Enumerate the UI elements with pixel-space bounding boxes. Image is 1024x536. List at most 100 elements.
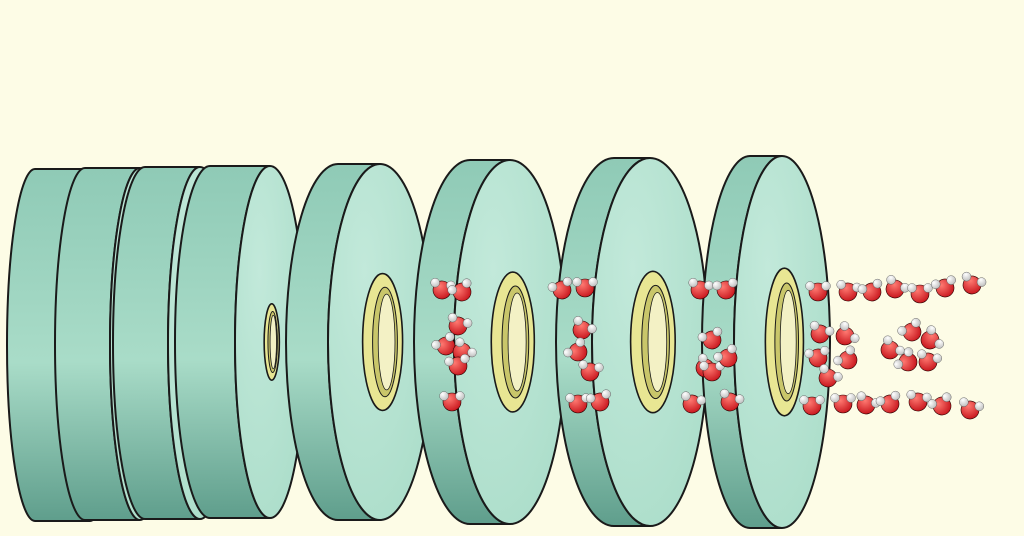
water-molecule-icon [805,281,831,302]
hydrogen-atom [845,345,855,355]
hydrogen-atom [923,283,933,293]
hydrogen-atom [681,391,691,401]
hydrogen-atom [445,332,455,342]
water-molecule-icon [586,389,611,412]
hydrogen-atom [836,280,846,290]
hydrogen-atom [932,353,942,363]
hydrogen-atom [547,282,558,292]
hydrogen-atom [833,355,843,366]
water-molecule-icon [893,347,918,372]
hydrogen-atom [455,337,465,347]
water-molecule-icon [875,390,901,414]
hydrogen-atom [926,325,936,335]
hydrogen-atom [839,321,850,331]
water-molecule-icon [885,275,910,299]
water-molecule-icon [439,391,465,412]
hydrogen-atom [563,347,573,358]
hydrogen-atom [820,346,830,356]
hydrogen-atom [734,394,745,404]
water-molecule-icon [713,344,738,368]
oxygen-atom [436,336,456,356]
water-molecule-icon [719,388,745,412]
hydrogen-atom [594,362,604,373]
nanoring-hole [377,293,396,391]
water-molecule-icon [572,277,598,298]
water-molecule-icon [927,392,952,416]
hydrogen-atom [696,395,706,405]
hydrogen-atom [942,392,952,402]
water-molecule-icon [856,391,881,415]
hydrogen-atom [712,326,723,337]
hydrogen-atom [460,354,470,364]
hydrogen-atom [906,390,916,400]
nanoring-4 [174,165,306,519]
water-molecule-icon [836,280,862,302]
hydrogen-atom [846,393,856,403]
hydrogen-atom [447,285,457,295]
hydrogen-atom [713,352,723,362]
water-molecule-icon [547,276,573,300]
water-molecule-icon [833,345,858,370]
hydrogen-atom [565,393,575,403]
oxygen-atom [838,350,858,370]
hydrogen-atom [578,360,588,370]
water-molecule-icon [959,397,984,420]
oxygen-atom [920,330,940,350]
water-molecule-icon [578,360,604,382]
hydrogen-atom [961,271,972,282]
oxygen-atom [568,342,588,362]
water-molecule-icon [857,278,883,302]
hydrogen-atom [431,340,441,350]
hydrogen-atom [805,281,815,291]
water-molecule-icon [799,395,825,416]
hydrogen-atom [875,396,886,406]
hydrogen-atom [809,320,820,331]
hydrogen-atom [601,389,611,399]
hydrogen-atom [824,326,835,336]
hydrogen-atom [815,395,825,405]
hydrogen-atom [856,391,866,401]
nanoring-5 [285,163,433,521]
water-molecule-icon [688,278,714,300]
water-molecule-icon [804,346,830,368]
hydrogen-atom [883,335,893,345]
hydrogen-atom [688,278,698,288]
nanoring-7 [555,157,709,527]
oxygen-atom [885,279,905,299]
hydrogen-atom [699,361,709,371]
water-molecule-icon [906,390,932,412]
water-molecule-icon [931,275,956,298]
hydrogen-atom [455,391,465,401]
hydrogen-atom [697,332,708,342]
hydrogen-atom [911,318,921,328]
hydrogen-atom [976,277,987,287]
hydrogen-atom [931,279,941,289]
hydrogen-atom [587,324,597,334]
water-molecule-icon [961,271,987,295]
hydrogen-atom [712,280,722,291]
nanoring-hole [507,292,527,392]
water-molecule-icon [444,354,470,376]
hydrogen-atom [430,278,440,288]
hydrogen-atom [830,393,840,403]
hydrogen-atom [462,318,473,328]
hydrogen-atom [946,275,956,285]
hydrogen-atom [698,353,708,363]
hydrogen-atom [857,284,868,294]
water-molecule-icon [835,321,860,346]
water-molecule-icon [563,337,588,362]
water-molecule-icon [818,364,843,388]
hydrogen-atom [444,356,454,367]
nanoring-6 [413,159,567,525]
water-molecule-chain [430,271,987,420]
water-molecule-icon [809,320,835,344]
water-molecule-icon [447,278,472,302]
hydrogen-atom [893,359,903,369]
hydrogen-atom [728,278,738,288]
oxygen-atom [898,352,918,372]
water-molecule-icon [917,349,942,372]
water-molecule-icon [681,391,706,414]
water-molecule-icon [431,332,456,356]
hydrogen-atom [562,276,573,287]
